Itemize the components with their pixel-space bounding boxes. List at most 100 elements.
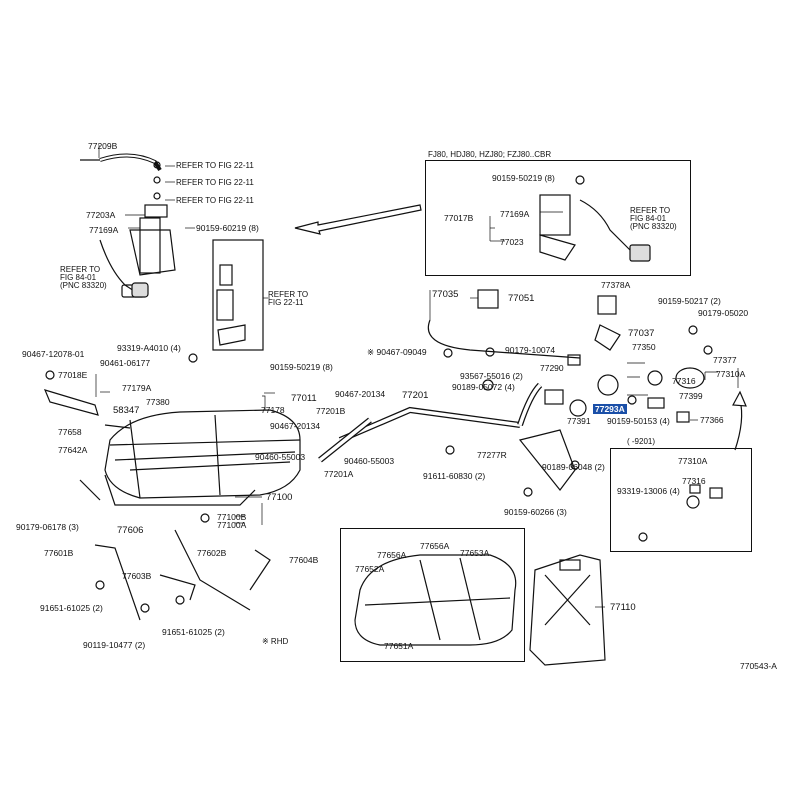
- part-label[interactable]: 91611-60830 (2): [423, 471, 486, 481]
- part-label[interactable]: 77011: [291, 393, 317, 404]
- part-label[interactable]: 77399: [679, 391, 703, 401]
- rhd-legend: ※ RHD: [262, 637, 289, 646]
- part-label[interactable]: 90159-60266 (3): [504, 507, 567, 517]
- refer-note: REFER TO FIG 22-11: [176, 196, 254, 205]
- part-label[interactable]: 90189-05072 (4): [452, 382, 515, 392]
- inset-box-bottom-center: [340, 528, 525, 662]
- part-label[interactable]: 90119-10477 (2): [83, 640, 146, 650]
- part-label[interactable]: 77601B: [44, 548, 74, 558]
- part-label[interactable]: 77656A: [377, 550, 407, 560]
- part-label[interactable]: 77037: [628, 328, 655, 339]
- part-label[interactable]: 77051: [508, 293, 535, 304]
- part-label[interactable]: 77366: [700, 415, 724, 425]
- reference-arrow-right: [734, 399, 743, 451]
- part-label[interactable]: 77642A: [58, 445, 88, 455]
- refer-note: FIG 22-11: [268, 298, 304, 307]
- part-label[interactable]: 91651-61025 (2): [162, 627, 225, 637]
- diagram-id: 770543-A: [740, 661, 777, 671]
- part-label[interactable]: 77316: [672, 376, 696, 386]
- inset-top-right-title: FJ80, HDJ80, HZJ80; FZJ80..CBR: [428, 150, 552, 159]
- inset-top-right-sketch: [539, 175, 651, 262]
- part-label[interactable]: 77110: [610, 602, 636, 613]
- part-label[interactable]: 77277R: [477, 450, 507, 460]
- tank-straps-sketch: [45, 159, 580, 621]
- part-label[interactable]: 77310A: [678, 456, 708, 466]
- part-label[interactable]: 77391: [567, 416, 591, 426]
- part-label[interactable]: 90159-50217 (2): [658, 296, 721, 306]
- part-label[interactable]: 77035: [432, 289, 459, 300]
- part-label[interactable]: 77023: [500, 237, 524, 247]
- inset-tank-sketch: [354, 554, 517, 646]
- fuel-tank-sketch: [43, 389, 301, 506]
- inset-bottom-right-title: ( -9201): [627, 437, 656, 446]
- part-label[interactable]: 77201B: [316, 406, 346, 416]
- part-label[interactable]: 58347: [113, 405, 140, 416]
- part-label[interactable]: 77602B: [197, 548, 227, 558]
- part-label[interactable]: 77606: [117, 525, 144, 536]
- leader-lines: [95, 145, 739, 608]
- part-label[interactable]: 90467-20134: [335, 389, 386, 399]
- part-label[interactable]: 77651A: [384, 641, 414, 651]
- part-label[interactable]: 90159-50153 (4): [607, 416, 670, 426]
- refer-note: FIG 84-01: [630, 214, 667, 223]
- part-label[interactable]: 77100: [266, 492, 293, 503]
- part-label[interactable]: 90159-50219 (8): [492, 173, 555, 183]
- part-label[interactable]: 93319-13006 (4): [617, 486, 680, 496]
- part-label[interactable]: 77377: [713, 355, 737, 365]
- part-label[interactable]: 77018E: [58, 370, 88, 380]
- part-label[interactable]: 77310A: [716, 369, 746, 379]
- part-label[interactable]: 90179-10074: [505, 345, 556, 355]
- part-label[interactable]: 77290: [540, 363, 564, 373]
- part-label[interactable]: 77604B: [289, 555, 319, 565]
- part-label[interactable]: 77656A: [420, 541, 450, 551]
- part-label[interactable]: 77179A: [122, 383, 152, 393]
- reference-arrow: [294, 204, 422, 235]
- filler-pipe-sketch: [318, 289, 713, 491]
- part-label[interactable]: 77316: [682, 476, 706, 486]
- refer-note: (PNC 83320): [630, 222, 677, 231]
- part-label[interactable]: 77017B: [444, 213, 474, 223]
- refer-note: REFER TO: [268, 290, 309, 299]
- inset-bottom-right-sketch: [638, 484, 723, 542]
- part-label[interactable]: 77201A: [324, 469, 354, 479]
- refer-note: (PNC 83320): [60, 281, 107, 290]
- part-label[interactable]: 77378A: [601, 280, 631, 290]
- inset-box-bottom-right: [610, 448, 752, 552]
- part-label[interactable]: 77652A: [355, 564, 385, 574]
- refer-note: REFER TO FIG 22-11: [176, 178, 254, 187]
- refer-note: REFER TO FIG 22-11: [176, 161, 254, 170]
- part-label[interactable]: 77380: [146, 397, 170, 407]
- part-label[interactable]: 90159-50219 (8): [270, 362, 333, 372]
- fuel-sender-assembly-sketch: [99, 153, 264, 351]
- refer-note: REFER TO: [60, 265, 101, 274]
- part-label[interactable]: 77653A: [460, 548, 490, 558]
- part-label[interactable]: 90460-55003: [344, 456, 395, 466]
- part-label[interactable]: 77201: [402, 390, 429, 401]
- part-label[interactable]: 77169A: [500, 209, 530, 219]
- part-label[interactable]: 77169A: [89, 225, 119, 235]
- part-label[interactable]: 77658: [58, 427, 82, 437]
- part-label[interactable]: 91651-61025 (2): [40, 603, 103, 613]
- part-label[interactable]: 77100B: [217, 512, 247, 522]
- part-label[interactable]: 90460-55003: [255, 452, 306, 462]
- jerry-can-sketch: [529, 554, 606, 666]
- part-label[interactable]: 77100A: [217, 520, 247, 530]
- part-label[interactable]: 93319-A4010 (4): [117, 343, 181, 353]
- part-label[interactable]: 90179-05020: [698, 308, 749, 318]
- part-label[interactable]: 93567-55016 (2): [460, 371, 523, 381]
- part-label[interactable]: 90467-20134: [270, 421, 321, 431]
- part-label[interactable]: 77203A: [86, 210, 116, 220]
- part-label-highlighted[interactable]: 77293A: [593, 404, 627, 414]
- part-label[interactable]: 77178: [261, 405, 285, 415]
- refer-note: FIG 84-01: [60, 273, 97, 282]
- part-label[interactable]: 77350: [632, 342, 656, 352]
- part-label[interactable]: 90467-12078-01: [22, 349, 85, 359]
- part-label[interactable]: 90179-06178 (3): [16, 522, 79, 532]
- part-label[interactable]: 90159-60219 (8): [196, 223, 259, 233]
- part-label[interactable]: ※ 90467-09049: [367, 347, 427, 357]
- part-label[interactable]: 77209B: [88, 141, 118, 151]
- part-label[interactable]: 90461-06177: [100, 358, 151, 368]
- part-label[interactable]: 77603B: [122, 571, 152, 581]
- part-label[interactable]: 90189-06048 (2): [542, 462, 605, 472]
